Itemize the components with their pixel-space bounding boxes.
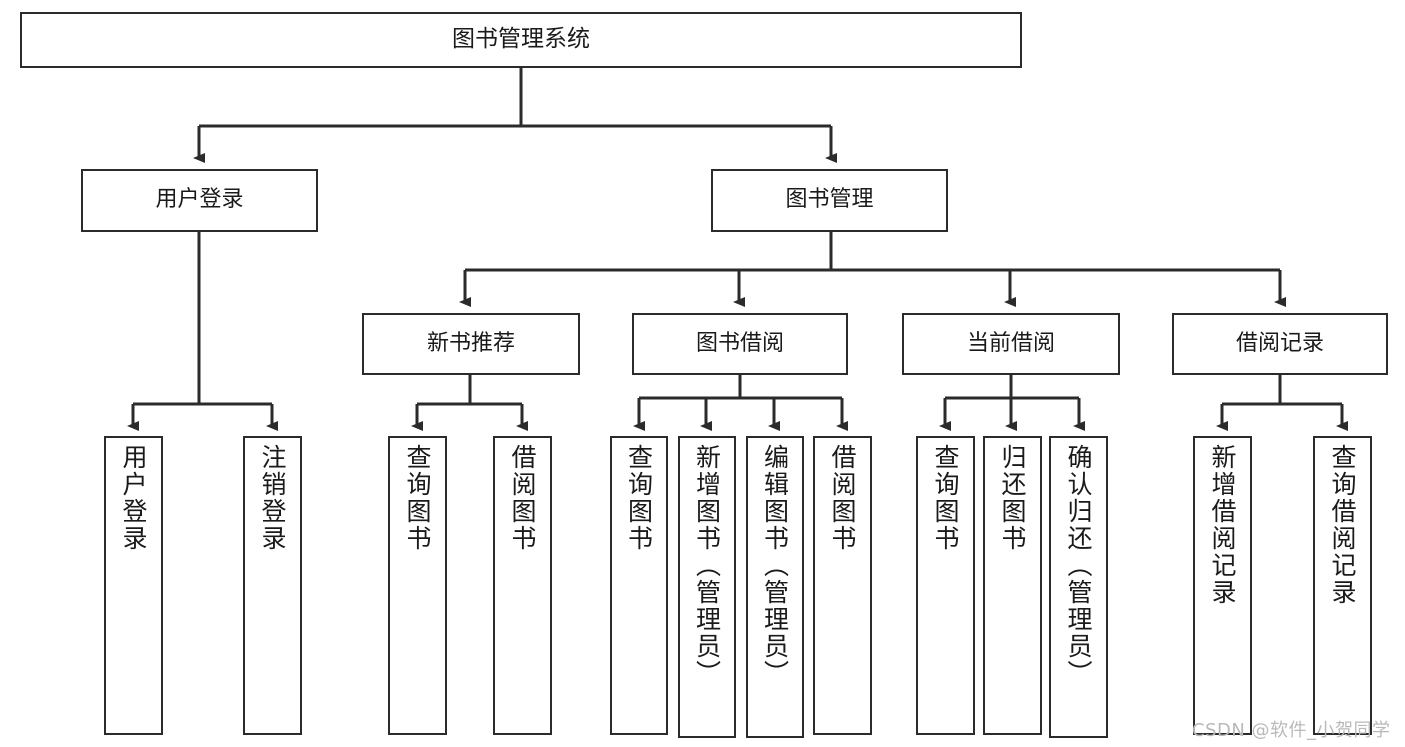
node-root-label: 图书管理系统 [452,26,590,53]
node-new-book-recommend-label: 新书推荐 [426,330,515,356]
node-new-book-recommend[interactable]: 新书推荐 [362,313,580,375]
leaf-current-query-book-label: 查询图书 [931,444,960,552]
node-current-borrow-label: 当前借阅 [966,330,1055,356]
leaf-borrow-add-book[interactable]: 新增图书（管理员） [678,436,736,738]
leaf-borrow-query-book[interactable]: 查询图书 [610,436,668,735]
leaf-user-login-logout-label: 注销登录 [258,444,287,552]
leaf-current-return-book[interactable]: 归还图书 [983,436,1042,735]
leaf-user-login-login-label: 用户登录 [119,444,148,552]
node-book-management[interactable]: 图书管理 [711,169,948,232]
leaf-recommend-query-book[interactable]: 查询图书 [388,436,447,735]
leaf-borrow-borrow-book-label: 借阅图书 [828,444,857,552]
watermark: CSDN @软件_小贺同学 [1192,720,1391,741]
leaf-record-query-record-label: 查询借阅记录 [1328,444,1357,606]
leaf-record-query-record[interactable]: 查询借阅记录 [1313,436,1372,735]
node-book-borrow-label: 图书借阅 [695,330,784,356]
leaf-current-confirm-return[interactable]: 确认归还（管理员） [1049,436,1108,738]
node-book-management-label: 图书管理 [785,187,874,213]
leaf-record-add-record-label: 新增借阅记录 [1208,444,1237,606]
leaf-current-return-book-label: 归还图书 [998,444,1027,552]
node-book-borrow[interactable]: 图书借阅 [632,313,848,375]
node-current-borrow[interactable]: 当前借阅 [902,313,1120,375]
leaf-recommend-borrow-book[interactable]: 借阅图书 [493,436,552,735]
leaf-user-login-logout[interactable]: 注销登录 [243,436,302,735]
leaf-borrow-edit-book-label: 编辑图书（管理员） [760,444,790,687]
leaf-record-add-record[interactable]: 新增借阅记录 [1193,436,1252,735]
leaf-current-confirm-return-label: 确认归还（管理员） [1064,444,1093,687]
leaf-borrow-borrow-book[interactable]: 借阅图书 [813,436,872,735]
leaf-recommend-borrow-book-label: 借阅图书 [508,444,537,552]
node-user-login-label: 用户登录 [155,187,244,213]
leaf-current-query-book[interactable]: 查询图书 [916,436,975,735]
leaf-borrow-edit-book[interactable]: 编辑图书（管理员） [746,436,804,738]
node-root[interactable]: 图书管理系统 [20,12,1022,68]
leaf-borrow-add-book-label: 新增图书（管理员） [692,444,722,687]
node-borrow-record[interactable]: 借阅记录 [1172,313,1388,375]
leaf-recommend-query-book-label: 查询图书 [403,444,432,552]
leaf-user-login-login[interactable]: 用户登录 [104,436,163,735]
node-borrow-record-label: 借阅记录 [1235,330,1324,356]
node-user-login[interactable]: 用户登录 [81,169,318,232]
leaf-borrow-query-book-label: 查询图书 [624,444,654,552]
